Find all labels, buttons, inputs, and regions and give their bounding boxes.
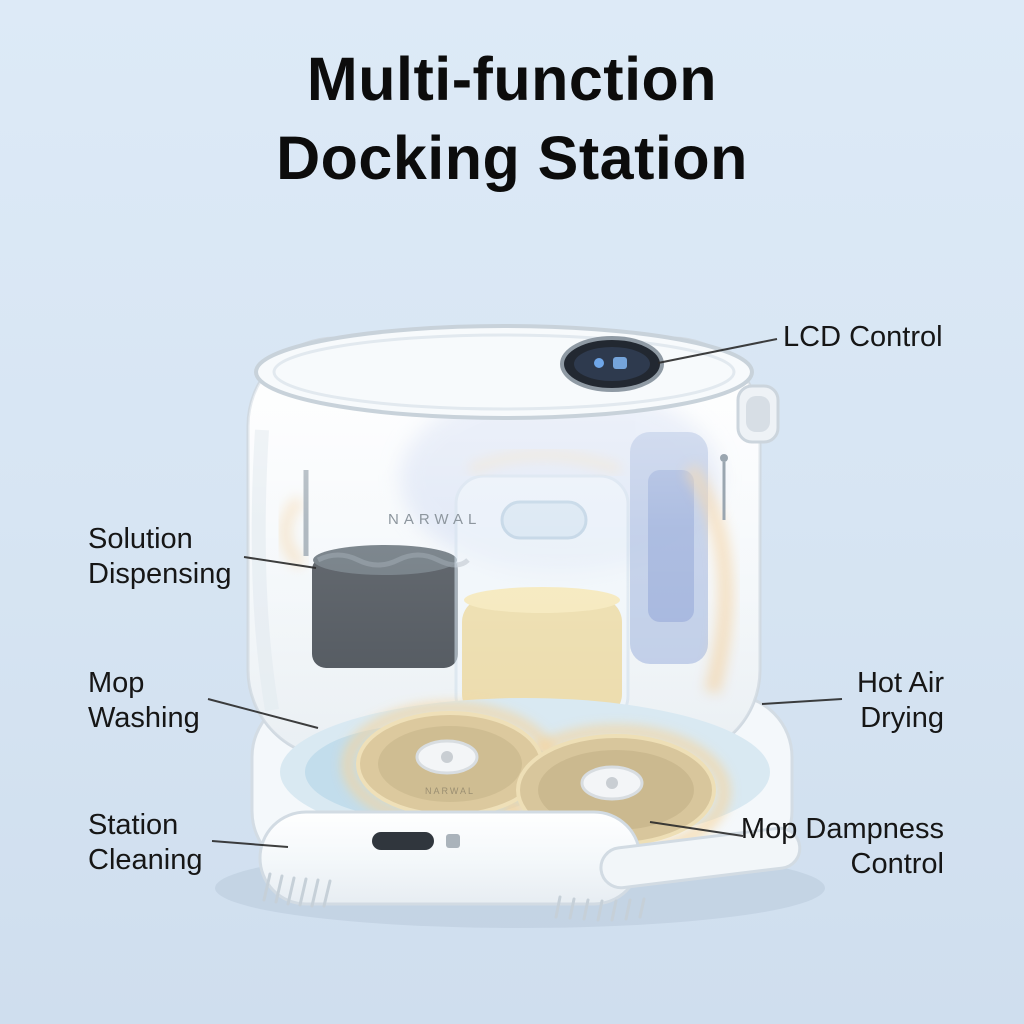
mop-pad-left: NARWAL (356, 711, 544, 817)
leader-line-hot-air-drying (761, 698, 843, 705)
callout-hot-air-drying: Hot Air Drying (856, 667, 944, 735)
side-wire (720, 454, 728, 520)
callout-station-cleaning: Station Cleaning (88, 809, 203, 877)
shell-sheen (248, 338, 760, 758)
title: Multi-function Docking Station (276, 45, 748, 193)
pad-brand-text: NARWAL (425, 786, 475, 796)
callout-lcd-control: LCD Control (783, 321, 943, 353)
ramp-texture-left (262, 872, 332, 908)
charging-contact (372, 832, 434, 850)
base-right-edge (599, 826, 802, 890)
carry-handle (736, 384, 780, 444)
callout-mop-dampness-control: Mop Dampness Control (740, 813, 944, 881)
ramp-texture-right (554, 895, 646, 922)
leader-line-lcd-control (657, 338, 778, 364)
lid (254, 324, 754, 420)
leader-line-mop-washing (207, 698, 319, 729)
leader-line-station-cleaning (211, 840, 289, 848)
callout-solution-dispensing: Solution Dispensing (88, 523, 232, 591)
leader-line-solution-dispensing (243, 556, 317, 569)
lcd-display (560, 336, 664, 392)
callout-mop-washing: Mop Washing (88, 667, 200, 735)
brand-text: NARWAL (388, 511, 481, 528)
leader-line-mop-dampness (649, 821, 744, 837)
